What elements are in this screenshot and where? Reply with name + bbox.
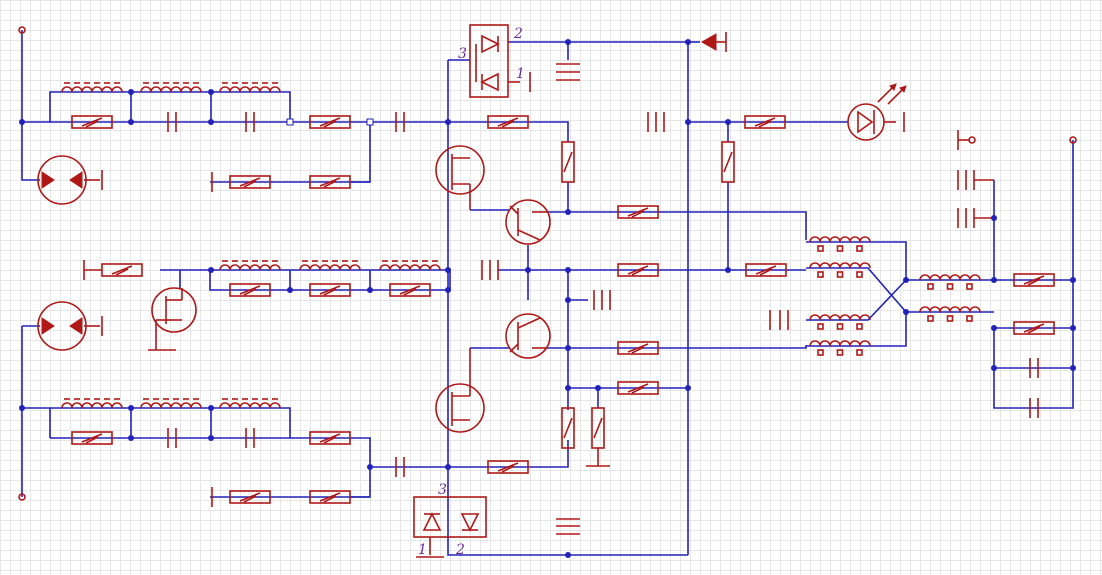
fet-lower bbox=[435, 348, 485, 433]
capacitor bbox=[593, 289, 603, 311]
diode-top-right bbox=[700, 32, 727, 52]
capacitor bbox=[655, 111, 665, 133]
capacitor bbox=[965, 169, 975, 191]
choke-inductor bbox=[919, 306, 981, 322]
pin-label-1: 1 bbox=[516, 66, 525, 82]
inductor bbox=[140, 398, 202, 409]
bjt-upper bbox=[505, 199, 551, 245]
junction-dots bbox=[19, 39, 1076, 558]
inductor bbox=[299, 260, 361, 271]
components: 3 2 1 3 1 2 bbox=[18, 24, 1077, 558]
pin-label-3: 3 bbox=[438, 482, 447, 498]
terminal-top-left bbox=[18, 26, 26, 34]
choke-inductor bbox=[809, 262, 871, 278]
inductor bbox=[61, 82, 123, 93]
capacitor bbox=[779, 309, 789, 331]
choke-inductor bbox=[809, 236, 871, 252]
diode-bridge-top bbox=[469, 24, 531, 98]
pin-label-3: 3 bbox=[458, 46, 467, 62]
capacitor bbox=[489, 259, 499, 281]
resistor bbox=[721, 141, 735, 183]
capacitor bbox=[555, 525, 581, 535]
pin-label-2: 2 bbox=[513, 26, 523, 42]
choke-inductor bbox=[809, 314, 871, 330]
terminal-output bbox=[1069, 136, 1077, 144]
capacitor bbox=[555, 63, 581, 73]
fet-upper bbox=[435, 145, 485, 210]
connection-squares bbox=[286, 118, 374, 126]
diode-pair-bottom bbox=[37, 301, 103, 351]
jfet bbox=[148, 287, 197, 351]
pin-label-2: 2 bbox=[455, 542, 465, 558]
choke-inductor bbox=[919, 274, 981, 290]
diode-bridge-bottom bbox=[413, 496, 487, 558]
inductor bbox=[61, 398, 123, 409]
capacitor bbox=[965, 207, 975, 229]
resistor bbox=[101, 263, 143, 277]
inductor bbox=[379, 260, 441, 271]
wires bbox=[21, 30, 1074, 556]
resistor bbox=[561, 141, 575, 183]
resistor bbox=[591, 407, 605, 449]
inductor bbox=[219, 260, 281, 271]
choke-inductor bbox=[809, 340, 871, 356]
diode-pair-top bbox=[37, 155, 103, 205]
led bbox=[847, 83, 907, 141]
inductor bbox=[140, 82, 202, 93]
terminal-bottom-left bbox=[18, 493, 26, 501]
inductor bbox=[219, 82, 281, 93]
pin-label-1: 1 bbox=[418, 542, 427, 558]
inductor bbox=[219, 398, 281, 409]
bjt-lower bbox=[505, 313, 551, 359]
